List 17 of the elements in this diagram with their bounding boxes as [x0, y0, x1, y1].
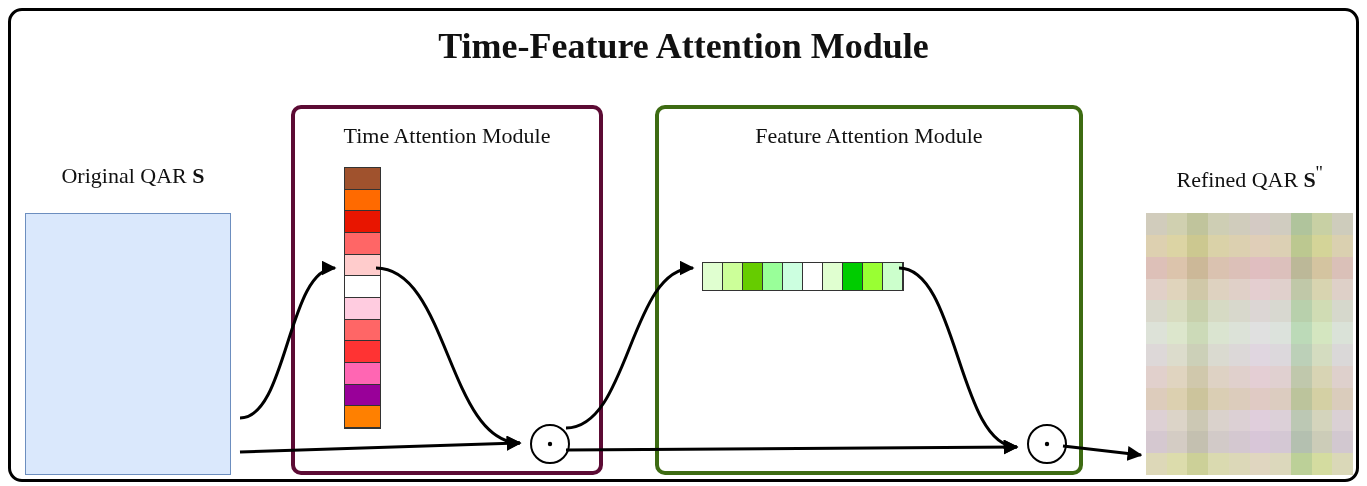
module-frame — [291, 105, 603, 475]
module-frame — [655, 105, 1083, 475]
arrow — [239, 264, 337, 420]
module-title: Time Attention Module — [342, 123, 552, 149]
elementwise-product-symbol — [529, 423, 571, 465]
attention-vector — [702, 262, 904, 291]
arrow — [566, 439, 1019, 455]
matrix-label: Original QAR S — [60, 163, 206, 189]
arrow — [239, 435, 522, 454]
attention-vector — [344, 167, 381, 429]
matrix-label: Refined QAR S$^{''}$ — [1175, 163, 1324, 194]
module-panel — [8, 8, 1359, 482]
arrow — [1062, 444, 1143, 461]
arrow — [565, 263, 695, 430]
panel-title: Time-Feature Attention Module — [437, 25, 930, 67]
module-title: Feature Attention Module — [754, 123, 984, 149]
elementwise-product-symbol — [1026, 423, 1068, 465]
